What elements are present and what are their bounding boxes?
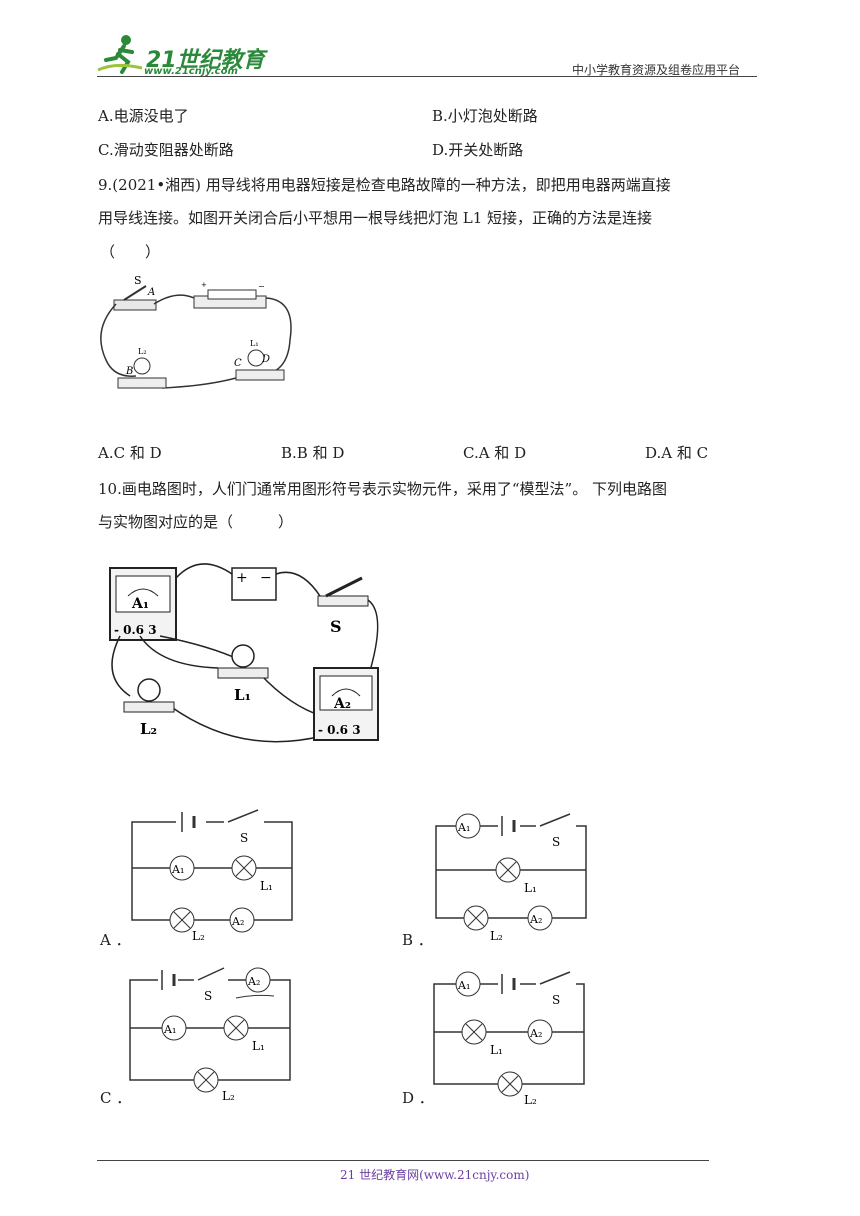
circuit-d-l1: L₁ — [490, 1043, 503, 1057]
circuit-d-s: S — [552, 993, 560, 1007]
q10-option-c: C ． — [100, 1089, 132, 1107]
q9-option-d: D.A 和 C — [645, 444, 709, 462]
circuit-c-a1: A₁ — [163, 1023, 176, 1036]
q10-switch-label: S — [330, 617, 342, 636]
q10-option-a: A ． — [100, 931, 131, 949]
q9-line-2: 用导线连接。如图开关闭合后小平想用一根导线把灯泡 L1 短接，正确的方法是连接 — [98, 209, 653, 227]
circuit-a-l1: L₁ — [260, 879, 273, 893]
circuit-b-a1: A₁ — [457, 821, 470, 834]
q9-battery-plus: + — [201, 281, 207, 289]
circuit-b-s: S — [552, 835, 560, 849]
q9-label-c: C — [234, 358, 242, 369]
logo-text: 21世纪教育 — [146, 48, 265, 73]
q10-circuit-b: A₁ S L₁ L₂ A₂ — [435, 813, 587, 943]
q9-line-1: 9.(2021•湘西) 用导线将用电器短接是检查电路故障的一种方法，即把用电器两… — [98, 176, 671, 194]
q9-label-d: D — [261, 354, 270, 365]
footer-text: 21 世纪教育网(www.21cnjy.com) — [340, 1168, 530, 1182]
circuit-b-l2: L₂ — [490, 929, 503, 943]
q10-line-1: 10.画电路图时，人们门通常用图形符号表示实物元件，采用了“模型法”。 下列电路… — [98, 480, 667, 498]
q10-a2-scale: - 0.6 3 — [318, 723, 361, 737]
q10-a1-label: A₁ — [131, 596, 149, 612]
circuit-c-a2: A₂ — [247, 975, 260, 988]
q10-a2-label: A₂ — [333, 696, 351, 712]
q8-option-d: D.开关处断路 — [432, 141, 524, 159]
logo-runner-icon — [97, 35, 143, 74]
q10-l2-label: L₂ — [140, 720, 157, 738]
q8-option-a: A.电源没电了 — [98, 107, 189, 125]
q10-a1-scale: - 0.6 3 — [114, 623, 157, 637]
q10-option-d: D ． — [402, 1089, 434, 1107]
q9-label-l2: L₂ — [138, 347, 147, 356]
circuit-c-l1: L₁ — [252, 1039, 265, 1053]
circuit-c-s: S — [204, 989, 212, 1003]
q9-label-s: S — [134, 274, 142, 287]
q9-label-b: B — [125, 366, 133, 377]
circuit-d-a1: A₁ — [457, 979, 470, 992]
platform-name: 中小学教育资源及组卷应用平台 — [572, 63, 741, 77]
q10-circuit-c: S A₂ A₁ L₁ L₂ — [129, 967, 291, 1100]
q9-option-b: B.B 和 D — [281, 444, 345, 462]
q9-line-3: （ ） — [100, 243, 161, 261]
q9-option-c: C.A 和 D — [463, 444, 527, 462]
q9-battery-minus: − — [258, 282, 265, 291]
header-divider — [97, 76, 757, 77]
circuit-a-l2: L₂ — [192, 929, 205, 940]
circuit-d-a2: A₂ — [529, 1027, 542, 1040]
q10-line-2: 与实物图对应的是（ ） — [98, 513, 294, 531]
circuit-d-l2: L₂ — [524, 1093, 537, 1106]
q10-circuit-a: S A₁ L₁ L₂ A₂ — [131, 809, 293, 940]
q10-battery-minus: − — [260, 570, 272, 586]
q8-option-b: B.小灯泡处断路 — [432, 107, 538, 125]
circuit-b-l1: L₁ — [524, 881, 537, 895]
q10-battery-plus: + — [236, 570, 248, 586]
circuit-a-a2: A₂ — [231, 915, 244, 928]
q9-option-a: A.C 和 D — [98, 444, 162, 462]
footer-divider — [97, 1160, 709, 1161]
q9-circuit-figure: S A + − L₂ B L₁ C D — [100, 274, 292, 389]
circuit-a-a1: A₁ — [171, 863, 184, 876]
q10-option-b: B ． — [402, 931, 433, 949]
circuit-c-l2: L₂ — [222, 1089, 235, 1100]
circuit-b-a2: A₂ — [529, 913, 542, 926]
logo-url: www.21cnjy.com — [144, 66, 238, 77]
q10-physical-circuit: A₁ - 0.6 3 + − S L₁ L₂ A₂ - 0.6 3 — [109, 563, 379, 743]
circuit-a-s: S — [240, 831, 248, 845]
q10-l1-label: L₁ — [234, 686, 251, 704]
q9-label-l1: L₁ — [250, 339, 259, 348]
q10-circuit-d: A₁ S L₁ A₂ L₂ — [433, 971, 585, 1106]
header: 21世纪教育 www.21cnjy.com 中小学教育资源及组卷应用平台 — [0, 0, 860, 80]
q8-option-c: C.滑动变阻器处断路 — [98, 141, 234, 159]
q9-label-a: A — [147, 287, 155, 298]
